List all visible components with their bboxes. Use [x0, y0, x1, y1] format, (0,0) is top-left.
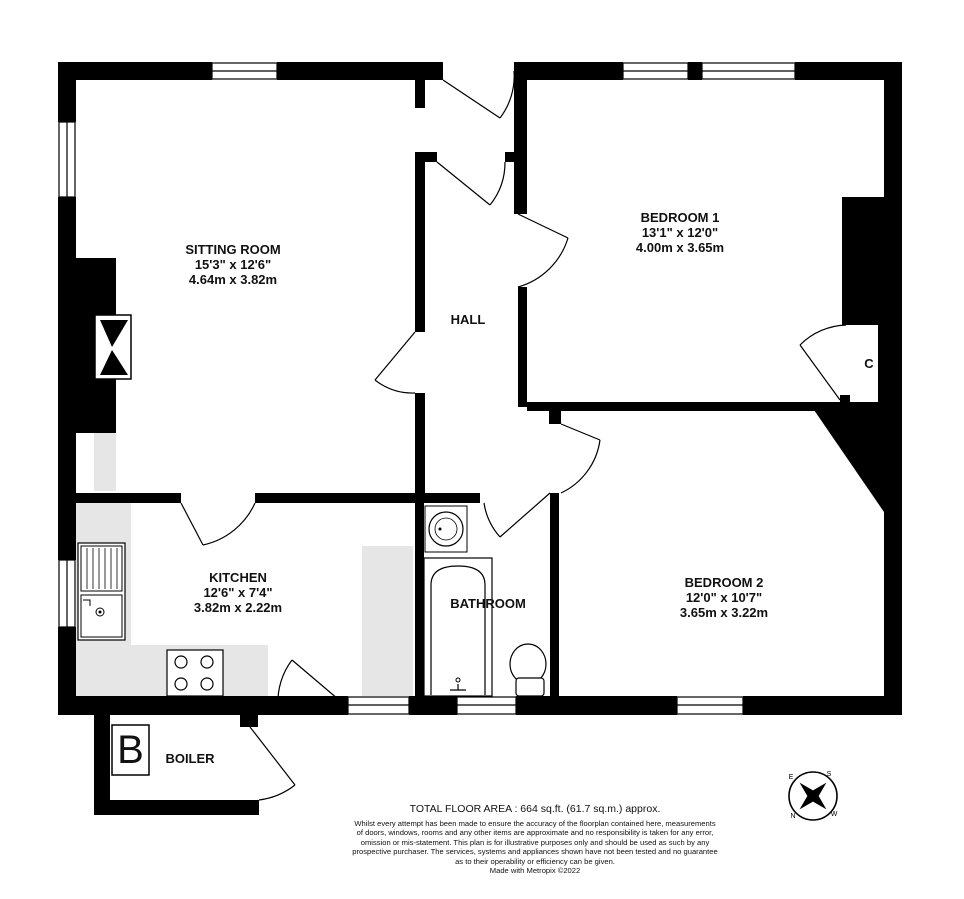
- bedroom1-metric: 4.00m x 3.65m: [635, 240, 725, 255]
- compass-letter-w: W: [831, 811, 838, 818]
- kitchen-label: KITCHEN 12'6" x 7'4" 3.82m x 2.22m: [168, 570, 308, 615]
- sitting-room-name: SITTING ROOM: [185, 242, 281, 257]
- kitchen-sink-icon: [77, 542, 126, 641]
- washbasin-icon: [424, 505, 468, 553]
- compass-letter-e: E: [789, 774, 794, 781]
- bedroom2-imperial: 12'0" x 10'7": [685, 590, 763, 605]
- bedroom2-metric: 3.65m x 3.22m: [679, 605, 769, 620]
- sitting-room-metric: 4.64m x 3.82m: [188, 272, 278, 287]
- bedroom1-name: BEDROOM 1: [640, 210, 720, 225]
- compass-letter-n: N: [790, 813, 795, 820]
- kitchen-metric: 3.82m x 2.22m: [193, 600, 283, 615]
- bedroom2-name: BEDROOM 2: [684, 575, 764, 590]
- bedroom2-label: BEDROOM 2 12'0" x 10'7" 3.65m x 3.22m: [656, 575, 792, 620]
- bathroom-label: BATHROOM: [436, 596, 540, 611]
- doors: [180, 70, 847, 801]
- hall-label: HALL: [438, 312, 498, 327]
- bathtub-icon: [423, 557, 493, 697]
- total-floor-area: TOTAL FLOOR AREA : 664 sq.ft. (61.7 sq.m…: [409, 803, 661, 815]
- compass-rose-icon: [788, 771, 838, 821]
- hob-icon: [166, 649, 224, 697]
- disclaimer-line-2: of doors, windows, rooms and any other i…: [356, 828, 714, 838]
- bedroom1-label: BEDROOM 1 13'1" x 12'0" 4.00m x 3.65m: [612, 210, 748, 255]
- windows: [58, 62, 796, 715]
- cupboard-name: C: [864, 356, 874, 371]
- hall-name: HALL: [450, 312, 486, 327]
- kitchen-name: KITCHEN: [209, 570, 267, 585]
- sitting-room-imperial: 15'3" x 12'6": [194, 257, 272, 272]
- disclaimer-line-3: omission or mis-statement. This plan is …: [360, 837, 710, 847]
- fitted-units: [76, 433, 413, 696]
- sitting-room-label: SITTING ROOM 15'3" x 12'6" 4.64m x 3.82m: [165, 242, 301, 287]
- compass-letters: N E S W: [789, 771, 838, 820]
- walls: [58, 62, 902, 815]
- disclaimer-line-4: prospective purchaser. The services, sys…: [352, 847, 718, 857]
- toilet-icon: [509, 643, 547, 697]
- bathroom-name: BATHROOM: [450, 596, 526, 611]
- disclaimer-line-5: as to their operability or efficiency ca…: [455, 856, 615, 866]
- kitchen-imperial: 12'6" x 7'4": [203, 585, 273, 600]
- fireplace-icon: [94, 314, 132, 380]
- cupboard-label: C: [858, 356, 880, 371]
- boiler-name: BOILER: [165, 751, 215, 766]
- boiler-symbol-letter: B: [112, 726, 149, 774]
- footer: TOTAL FLOOR AREA : 664 sq.ft. (61.7 sq.m…: [330, 803, 740, 875]
- compass-letter-s: S: [827, 771, 832, 778]
- boiler-label: BOILER: [160, 751, 220, 766]
- boiler-symbol-icon: [111, 724, 150, 776]
- bedroom1-imperial: 13'1" x 12'0": [641, 225, 719, 240]
- disclaimer-line-6: Made with Metropix ©2022: [489, 866, 581, 876]
- chimney-breasts: [76, 197, 884, 512]
- boiler-symbol-text: B: [117, 728, 144, 772]
- disclaimer: Whilst every attempt has been made to en…: [330, 819, 740, 875]
- disclaimer-line-1: Whilst every attempt has been made to en…: [354, 819, 716, 828]
